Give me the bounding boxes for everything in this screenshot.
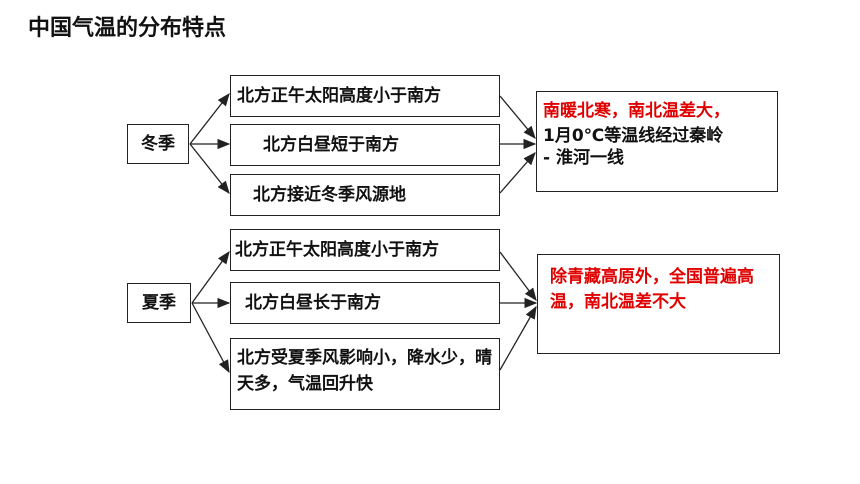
arrow-reason-1-to-summer-result <box>499 251 537 302</box>
arrow-summer-to-reason-3 <box>191 302 230 374</box>
arrow-reason-1-to-winter-result <box>499 95 536 139</box>
winter-reason-3: 北方接近冬季风源地 <box>230 174 500 216</box>
arrow-reason-3-to-winter-result <box>499 152 536 194</box>
page-title: 中国气温的分布特点 <box>28 16 227 41</box>
summer-reason-3: 北方受夏季风影响小，降水少，晴天多，气温回升快 <box>230 338 500 410</box>
arrow-summer-to-reason-1 <box>191 250 230 304</box>
arrow-winter-to-reason-1 <box>189 92 230 145</box>
summer-result-box: 除青藏高原外，全国普遍高温，南北温差不大 <box>537 254 780 354</box>
arrow-reason-3-to-summer-result <box>499 305 537 371</box>
summer-reason-1: 北方正午太阳高度小于南方 <box>230 229 500 271</box>
winter-result-line-3: - 淮河一线 <box>543 148 624 168</box>
arrow-winter-to-reason-3 <box>189 143 230 195</box>
winter-reason-1: 北方正午太阳高度小于南方 <box>230 75 500 117</box>
winter-result-line-2: 1月0℃等温线经过秦岭 <box>543 126 724 146</box>
summer-reason-2: 北方白昼长于南方 <box>230 282 500 324</box>
summer-season-box: 夏季 <box>127 283 191 323</box>
winter-result-highlight: 南暖北寒，南北温差大， <box>543 101 730 121</box>
winter-reason-2: 北方白昼短于南方 <box>230 124 500 166</box>
winter-season-box: 冬季 <box>127 124 189 164</box>
winter-result-box: 南暖北寒，南北温差大， 1月0℃等温线经过秦岭 - 淮河一线 <box>536 91 778 192</box>
